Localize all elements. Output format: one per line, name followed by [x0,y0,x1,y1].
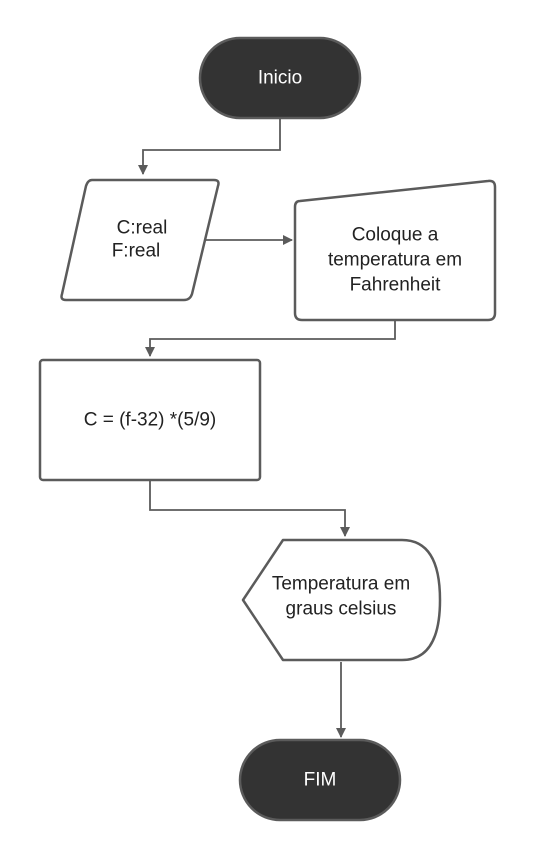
end-label: FIM [304,770,337,791]
input-line-3: Fahrenheit [350,275,442,296]
process-label: C = (f-32) *(5/9) [84,410,217,431]
declaration-line-1: C:real [117,218,168,239]
start-label: Inicio [258,68,302,89]
display-shape: Temperatura em graus celsius [241,538,442,662]
input-shape: Coloque a temperatura em Fahrenheit [293,179,497,322]
input-line-1: Coloque a [352,225,439,246]
declaration-shape: C:real F:real [60,178,220,302]
connector-start-to-declare [138,118,281,175]
start-terminal: Inicio [198,36,362,120]
end-terminal: FIM [238,738,402,822]
display-line-1: Temperatura em [272,574,410,595]
declaration-line-2: F:real [112,241,161,262]
input-line-2: temperatura em [328,250,462,271]
connector-input-to-process [145,321,396,357]
display-line-2: graus celsius [286,599,397,620]
connector-process-to-display [149,480,350,537]
process-shape: C = (f-32) *(5/9) [38,358,262,482]
